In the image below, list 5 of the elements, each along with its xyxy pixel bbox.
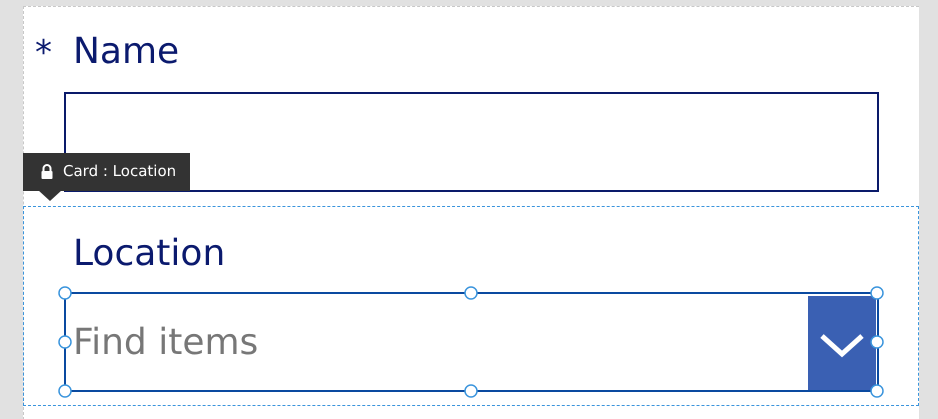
field-label: Location: [73, 236, 226, 272]
field-label: Name: [73, 34, 180, 70]
tooltip-text: Card : Location: [63, 164, 176, 179]
required-asterisk: *: [35, 36, 52, 70]
placeholder-text: Find items: [73, 325, 258, 361]
